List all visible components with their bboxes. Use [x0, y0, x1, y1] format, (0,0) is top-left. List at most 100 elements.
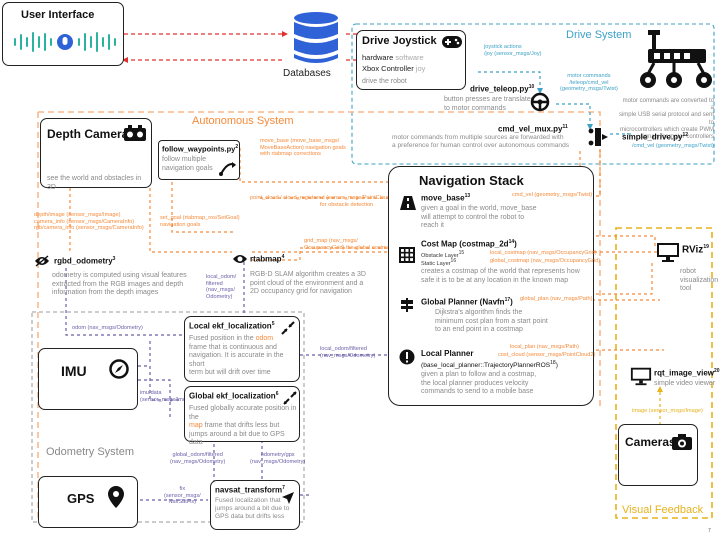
rtabmap-node: rtabmap4 [250, 254, 285, 264]
static-layer-label: Static Layer16 [421, 258, 457, 267]
navigation-stack-title: Navigation Stack [419, 173, 524, 188]
obstacle-layer-label: Obstacle Layer15 [421, 250, 465, 259]
user-interface-title: User Interface [21, 9, 95, 21]
collapse-arrows-icon [281, 321, 295, 335]
local-planner-sub: (base_local_planner::TrajectoryPlannerRO… [421, 360, 558, 370]
route-icon [219, 162, 236, 176]
autonomous-system-label: Autonomous System [192, 115, 294, 127]
map-pin-icon [108, 486, 124, 508]
stereo-eye-icon [35, 255, 49, 267]
follow-waypoints-node: follow_waypoints.py2 [162, 144, 239, 154]
drive-teleop-node: drive_teleop.py10 [470, 84, 535, 94]
voice-waveform-icon [14, 32, 116, 52]
edge-local-costmap-label: local_costmap (nav_msgs/OccupancyGrid) [490, 250, 597, 256]
local-planner-desc: given a plan to follow and a costmap,the… [421, 371, 537, 396]
edge-local-plan-label: local_plan (nav_msgs/Path) [510, 344, 580, 350]
cost-map-node: Cost Map (costmap_2d14) [421, 239, 517, 249]
gps-title: GPS [67, 491, 95, 506]
grid-icon [399, 247, 415, 263]
edge-local-odom-filtered-label: local_odom/filtered(nav_msgs/Odometry) [206, 274, 237, 300]
move-base-node: move_base13 [421, 193, 471, 203]
edge-cmd-vel-out-label: /cmd_vel (geometry_msgs/Twist) [632, 143, 714, 149]
odometry-system-label: Odometry System [46, 446, 135, 458]
drive-joystick-title: Drive Joystick [362, 35, 437, 47]
edge-odom-label: odom (nav_msgs/Odometry) [72, 325, 143, 331]
imu-box: IMU [38, 348, 138, 410]
edge-cmd-vel-nav-label: cmd_vel (geometry_msgs/Twist) [512, 192, 593, 198]
edge-set-goal-label: set_goal (rtabmap_ros/SetGoal)navigation… [160, 215, 240, 228]
local-ekf-desc: Fused position in the odom frame that is… [189, 335, 284, 377]
global-ekf-desc: Fused globally accurate position in the … [189, 405, 297, 447]
depth-camera-box: Depth Camera see the world and obstacles… [40, 118, 152, 191]
road-icon [400, 196, 416, 210]
cost-map-desc: creates a costmap of the world that repr… [421, 268, 580, 284]
edge-fix-label: fix(sensor_msgs/NavSatFix) [164, 486, 201, 506]
steering-wheel-icon [530, 92, 550, 112]
rover-robot-icon [640, 30, 712, 88]
drive-joystick-box: Drive Joystick hardware software Xbox Co… [356, 30, 466, 90]
rgbd-odometry-desc: odometry is computed using visual featur… [52, 272, 187, 297]
navigation-stack-box: Navigation Stack move_base13 given a goa… [388, 166, 594, 406]
local-planner-node: Local Planner [421, 349, 474, 358]
rqt-image-view-node: rqt_image_view20 [654, 368, 720, 378]
user-interface-box: User Interface [2, 2, 124, 66]
edge-image-label: image (sensor_msgs/Image) [632, 408, 703, 414]
global-ekf-node: Global ekf_localization6 [189, 391, 279, 401]
edge-grid-map-label: grid_map (nav_msgs/OccupancyGrid) the gl… [304, 238, 393, 251]
local-ekf-node: Local ekf_localization5 [189, 321, 275, 331]
edge-global-odom-label: global_odom/filtered(nav_msgs/Odometry) [170, 452, 226, 465]
depth-camera-icon [124, 125, 146, 141]
edge-local-odom-nav-label: local_odom/filtered(nav_msgs/Odometry) [320, 346, 376, 359]
depth-camera-title: Depth Camera [47, 127, 129, 141]
imu-title: IMU [61, 363, 87, 379]
navsat-box: navsat_transform7 Fused localization tha… [210, 480, 300, 530]
edge-cost-cloud-label: cost_cloud (sensor_msgs/PointCloud2) [498, 352, 596, 358]
drive-joystick-desc: drive the robot [362, 78, 407, 85]
video-monitor-icon [630, 367, 652, 386]
global-ekf-box: Global ekf_localization6 Fused globally … [184, 386, 300, 446]
simple-drive-node: simple_drive.py12 [622, 132, 689, 142]
edge-global-costmap-label: global_costmap (nav_msgs/OccupancyGrid) [490, 258, 601, 264]
eye-icon [233, 255, 247, 263]
controller-ref: joy [415, 64, 426, 73]
depth-camera-desc: see the world and obstacles in 3D [47, 175, 142, 191]
signpost-icon [401, 298, 413, 312]
edge-odometry-gps-label: odometry/gps(nav_msgs/Odometry) [250, 452, 306, 465]
gamepad-icon [442, 36, 462, 48]
cmd-vel-mux-node: cmd_vel_mux.py11 [498, 124, 568, 134]
software-label: software [395, 53, 424, 62]
edge-global-plan-label: global_plan (nav_msgs/Path) [520, 296, 593, 302]
database-icon [294, 12, 338, 63]
rqt-image-view-desc: simple video viewer [654, 380, 716, 387]
monitor-icon [657, 243, 679, 262]
edge-move-base-goal-label: move_base (move_base_msgs/MoveBaseAction… [260, 138, 346, 158]
cameras-title: Cameras [625, 435, 676, 449]
alert-icon [399, 349, 415, 365]
compass-icon [109, 359, 129, 379]
controller-label: Xbox Controller [362, 64, 414, 73]
navsat-node: navsat_transform7 [215, 485, 285, 495]
expand-arrows-icon [283, 391, 297, 405]
edge-point-cloud-label: point_cloud / cloud_registered (sensor_m… [250, 195, 396, 208]
navigation-arrow-icon [282, 492, 294, 504]
visual-feedback-label: Visual Feedback [622, 504, 704, 516]
hardware-label: hardware [362, 53, 394, 62]
edge-joy-label: joystick actions/joy (sensor_msgs/Joy) [484, 44, 542, 57]
databases-label: Databases [283, 68, 331, 79]
edge-motor-commands-label: motor commands/teleop/cmd_vel(geometry_m… [560, 73, 618, 93]
local-ekf-box: Local ekf_localization5 Fused position i… [184, 316, 300, 382]
camera-icon [672, 434, 692, 450]
page-number: 7 [708, 528, 711, 534]
cmd-vel-mux-desc: motor commands from multiple sources are… [392, 134, 570, 149]
edge-imu-data-label: imu/data(sensor_msgs/Imu) [140, 390, 188, 403]
rgbd-odometry-node: rgbd_odometry3 [54, 256, 116, 266]
